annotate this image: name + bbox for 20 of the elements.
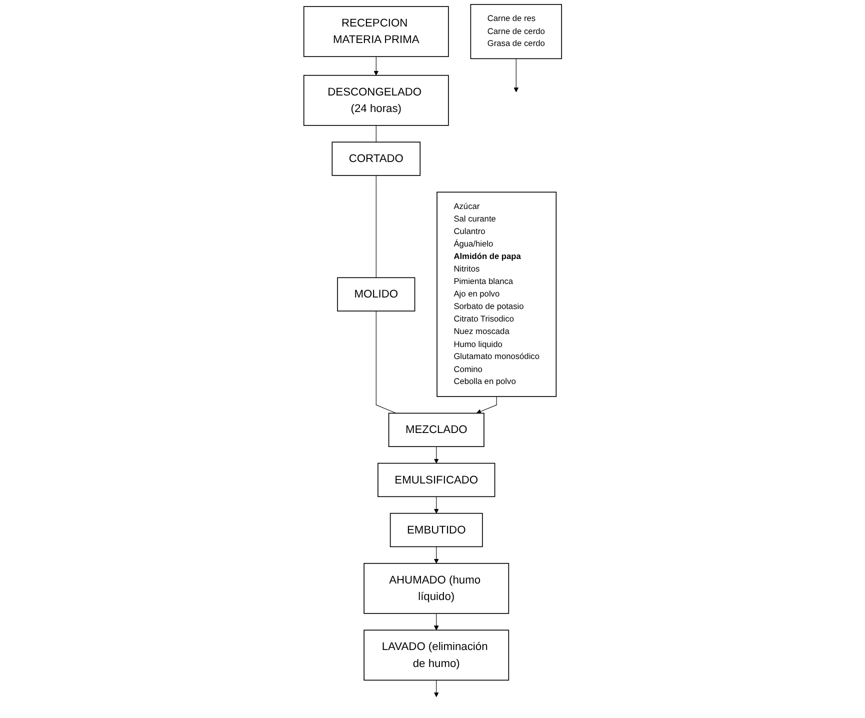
arrow	[476, 396, 497, 414]
arrow	[374, 56, 378, 76]
arrow	[434, 613, 439, 630]
arrow	[434, 496, 439, 514]
node-box: Carne de res Carne de cerdo Grasa de cerdo	[470, 4, 562, 60]
node-box: CORTADO	[332, 142, 420, 176]
arrow	[434, 446, 439, 464]
node-box: AHUMADO (humo líquido)	[363, 562, 509, 614]
connector	[376, 310, 396, 414]
node-box: EMBUTIDO	[390, 512, 483, 548]
node-box: RECEPCION MATERIA PRIMA	[303, 6, 449, 57]
arrow	[513, 58, 518, 92]
arrow	[434, 546, 439, 564]
node-box: MOLIDO	[336, 277, 415, 312]
arrow	[434, 680, 439, 698]
node-box: MEZCLADO	[388, 412, 484, 448]
node-box: Azúcar Sal curante Culantro Água/hielo Almidón de papa Nitritos Pimienta blanca Ajo en polvo Sorbato de potasio Citrato Trisodico Nuez moscada Humo liquido Glutamato monosódico Comino Cebolla en polvo	[436, 192, 556, 397]
node-box: DESCONGELADO (24 horas)	[303, 74, 449, 126]
node-box: EMULSIFICADO	[377, 462, 495, 498]
node-box: LAVADO (eliminación de humo)	[363, 630, 509, 681]
